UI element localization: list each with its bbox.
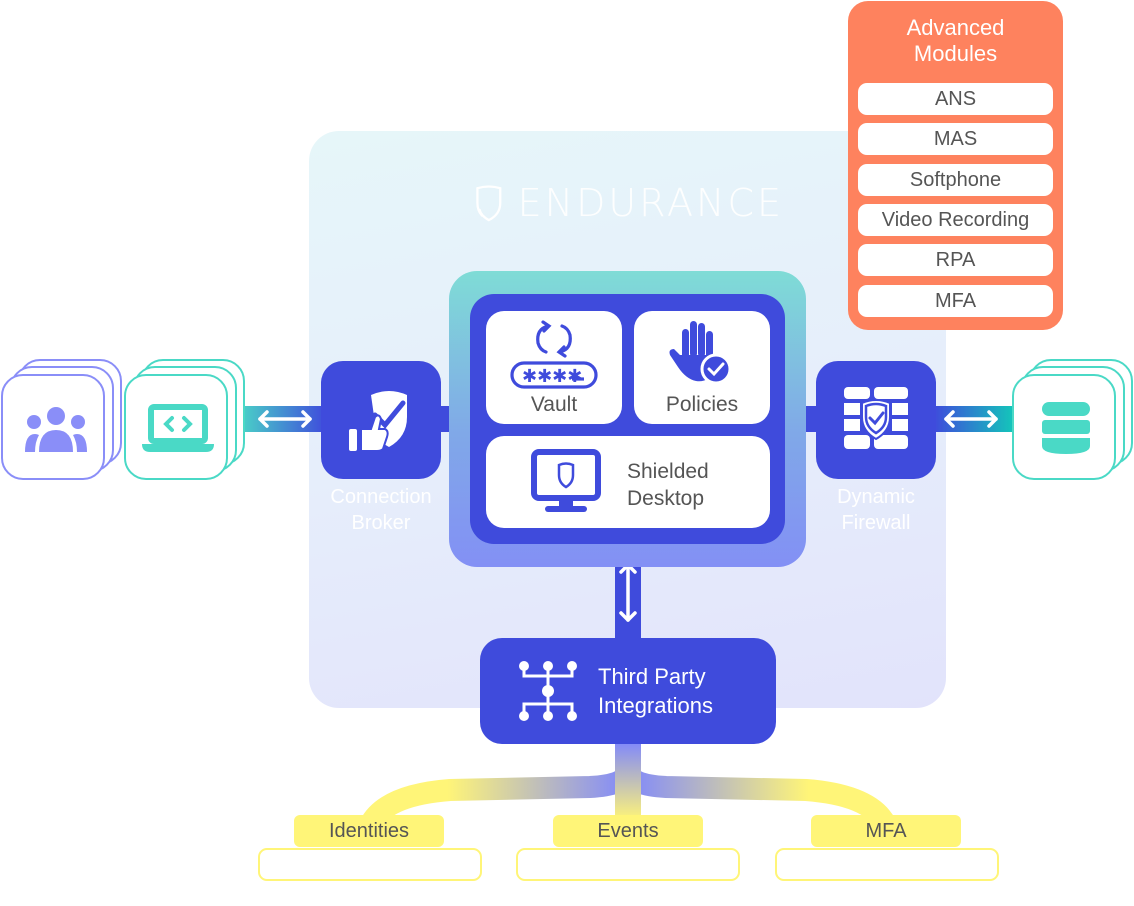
branch-label-identities[interactable]: Identities <box>294 815 444 847</box>
brand-name: ENDURANCE <box>517 181 784 225</box>
users-card <box>1 374 105 480</box>
third-party-integrations-label: Third Party Integrations <box>598 662 713 720</box>
advanced-modules-title-line2: Modules <box>913 41 998 66</box>
third-party-line2: Integrations <box>598 693 713 718</box>
events-slot <box>516 848 740 881</box>
module-item-video-recording[interactable]: Video Recording <box>858 204 1053 236</box>
module-item-softphone[interactable]: Softphone <box>858 164 1053 196</box>
database-card <box>1012 374 1116 480</box>
module-item-rpa[interactable]: RPA <box>858 244 1053 276</box>
third-party-line1: Third Party <box>598 664 706 689</box>
module-item-ans[interactable]: ANS <box>858 83 1053 115</box>
devices-card <box>124 374 228 480</box>
advanced-modules-title-line1: Advanced <box>906 15 1005 40</box>
branch-mfa <box>617 745 896 831</box>
bidirectional-arrow-icon <box>258 410 312 428</box>
database-icon <box>1042 402 1090 454</box>
branch-identities <box>360 745 639 831</box>
identities-slot <box>258 848 482 881</box>
hand-check-icon <box>669 321 732 385</box>
dynamic-firewall-label: Dynamic Firewall <box>806 484 946 536</box>
connection-broker-line1: Connection <box>330 486 432 508</box>
firewall-shield-icon <box>844 387 908 449</box>
advanced-modules-title: Advanced Modules <box>848 15 1063 67</box>
branch-label-events[interactable]: Events <box>553 815 703 847</box>
dynamic-firewall-line1: Dynamic <box>837 486 915 508</box>
shielded-desktop-label-line1: Shielded <box>627 460 709 483</box>
connection-broker-label: Connection Broker <box>311 484 451 536</box>
connection-broker-node[interactable] <box>321 361 441 479</box>
dynamic-firewall-node[interactable] <box>816 361 936 479</box>
shielded-desktop-label-line2: Desktop <box>627 487 705 510</box>
vault-card[interactable]: ✱✱✱✱ Vault <box>486 311 622 424</box>
shield-icon <box>476 185 502 222</box>
third-party-integrations-node[interactable]: Third Party Integrations <box>480 638 776 744</box>
thumbs-up-shield-icon <box>349 391 407 452</box>
policies-label: Policies <box>665 393 739 416</box>
vault-label: Vault <box>530 393 578 416</box>
users-icon <box>25 407 87 452</box>
laptop-code-icon <box>142 404 214 452</box>
policies-card[interactable]: Policies <box>634 311 770 424</box>
mfa-slot <box>775 848 999 881</box>
advanced-modules-panel: Advanced Modules ANS MAS Softphone Video… <box>848 1 1063 330</box>
monitor-shield-icon <box>531 449 601 512</box>
shielded-desktop-card[interactable]: Shielded Desktop <box>486 436 770 528</box>
dynamic-firewall-line2: Firewall <box>841 512 911 534</box>
endurance-logo: ENDURANCE <box>474 171 784 235</box>
bidirectional-arrow-icon <box>944 410 998 428</box>
password-rotate-icon: ✱✱✱✱ <box>510 320 598 389</box>
module-item-mas[interactable]: MAS <box>858 123 1053 155</box>
network-tree-icon <box>519 661 577 721</box>
svg-text:✱✱✱✱: ✱✱✱✱ <box>522 366 582 387</box>
branch-label-mfa[interactable]: MFA <box>811 815 961 847</box>
branch-events <box>615 742 641 820</box>
connection-broker-line2: Broker <box>351 512 411 534</box>
module-item-mfa[interactable]: MFA <box>858 285 1053 317</box>
